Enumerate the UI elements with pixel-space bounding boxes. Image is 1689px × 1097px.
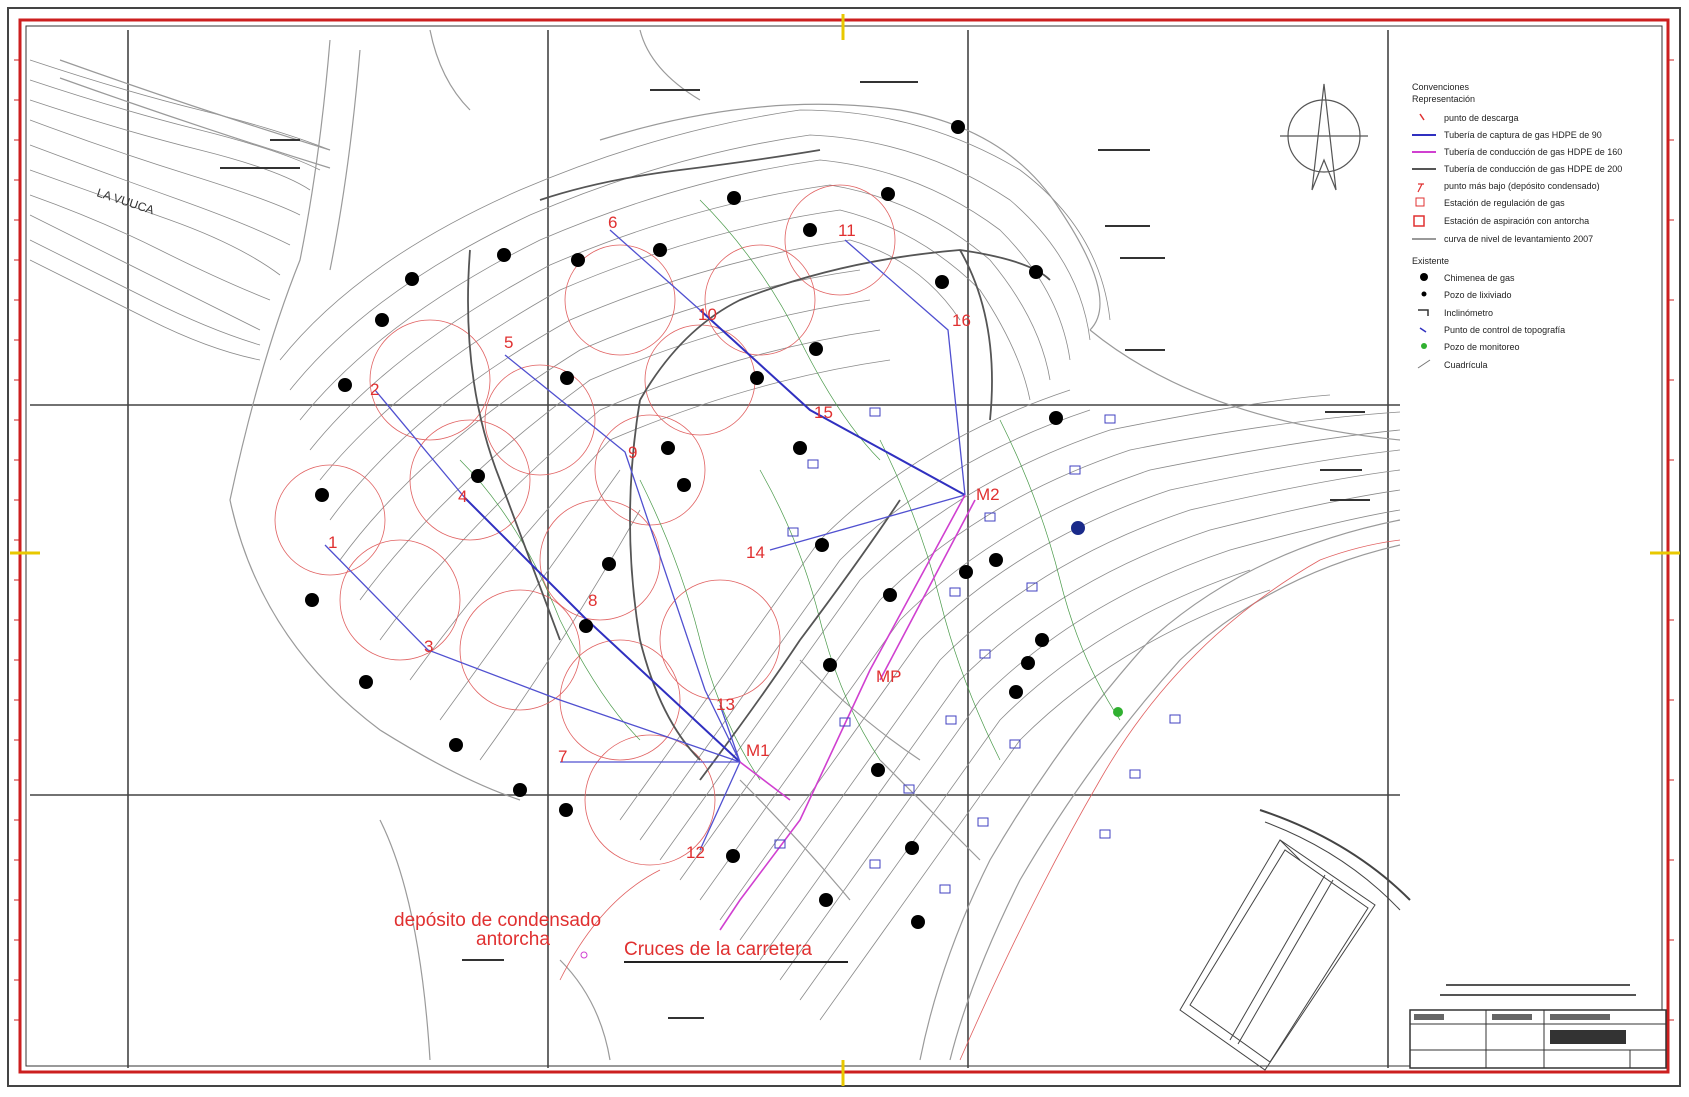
legend-existing-items: Chimenea de gas Pozo de lixiviado Inclin… [1417, 273, 1565, 370]
influence-radius-circles [274, 184, 1401, 1061]
station-label-m2: M2 [976, 485, 1000, 504]
well-label-2: 2 [370, 380, 379, 399]
well-labels: 1 2 3 4 5 6 7 8 9 10 11 12 13 14 15 16 [328, 213, 971, 862]
well-label-13: 13 [716, 695, 735, 714]
well-label-10: 10 [698, 305, 717, 324]
legend-item-inclinometer: Inclinómetro [1444, 308, 1493, 318]
legend-item-leachate-well: Pozo de lixiviado [1444, 290, 1512, 300]
legend-item-chimney: Chimenea de gas [1444, 273, 1515, 283]
well-label-14: 14 [746, 543, 765, 562]
legend-existing-title: Existente [1412, 256, 1449, 266]
well-label-4: 4 [458, 487, 467, 506]
station-label-mp: MP [876, 667, 902, 686]
well-label-16: 16 [952, 311, 971, 330]
gas-conduction-pipe [719, 494, 976, 931]
legend-item-discharge: punto de descarga [1444, 113, 1519, 123]
torch-label: antorcha [476, 929, 550, 950]
yellow-center-marks [10, 14, 1680, 1086]
border-ticks [14, 59, 1674, 1021]
map-annotation-marks [220, 81, 1370, 1019]
control-points [774, 407, 1181, 894]
inset-detail-sketch [1179, 809, 1411, 1071]
legend-subtitle: Representación [1412, 94, 1475, 104]
legend-item-conduction-200: Tubería de conducción de gas HDPE de 200 [1444, 164, 1622, 174]
legend-item-regulation-station: Estación de regulación de gas [1444, 198, 1565, 208]
legend: Convenciones Representación punto de des… [1412, 82, 1622, 370]
legend-item-contour-2007: curva de nivel de levantamiento 2007 [1444, 234, 1593, 244]
gas-chimneys [305, 120, 1085, 929]
legend-item-aspiration-station: Estación de aspiración con antorcha [1444, 216, 1589, 226]
title-block [1409, 984, 1667, 1069]
monitoring-well-marker [1113, 707, 1123, 717]
well-label-15: 15 [814, 403, 833, 422]
legend-title: Convenciones [1412, 82, 1470, 92]
well-label-1: 1 [328, 533, 337, 552]
well-label-9: 9 [628, 443, 637, 462]
well-label-3: 3 [424, 637, 433, 656]
legend-item-capture-pipe: Tubería de captura de gas HDPE de 90 [1444, 130, 1602, 140]
legend-item-low-point: punto más bajo (depósito condensado) [1444, 181, 1600, 191]
legend-item-monitoring-well: Pozo de monitoreo [1444, 342, 1520, 352]
gas-capture-pipes [324, 229, 966, 851]
station-labels: M1 M2 MP depósito de condensado antorcha… [394, 485, 1000, 963]
legend-item-survey-point: Punto de control de topografía [1444, 325, 1565, 335]
green-contours [459, 199, 1121, 781]
deposit-label: depósito de condensado [394, 910, 601, 931]
well-label-6: 6 [608, 213, 617, 232]
legend-item-grid: Cuadrícula [1444, 360, 1488, 370]
well-label-12: 12 [686, 843, 705, 862]
well-label-5: 5 [504, 333, 513, 352]
well-label-7: 7 [558, 747, 567, 766]
legend-item-conduction-160: Tubería de conducción de gas HDPE de 160 [1444, 147, 1622, 157]
north-arrow-icon [1280, 83, 1368, 191]
station-label-m1: M1 [746, 741, 770, 760]
hillside-contours [29, 29, 701, 801]
legend-items: punto de descarga Tubería de captura de … [1412, 113, 1622, 244]
well-label-8: 8 [588, 591, 597, 610]
well-label-11: 11 [838, 221, 856, 240]
internal-tracks [467, 149, 1051, 901]
road-crossing-label: Cruces de la carretera [624, 939, 812, 960]
